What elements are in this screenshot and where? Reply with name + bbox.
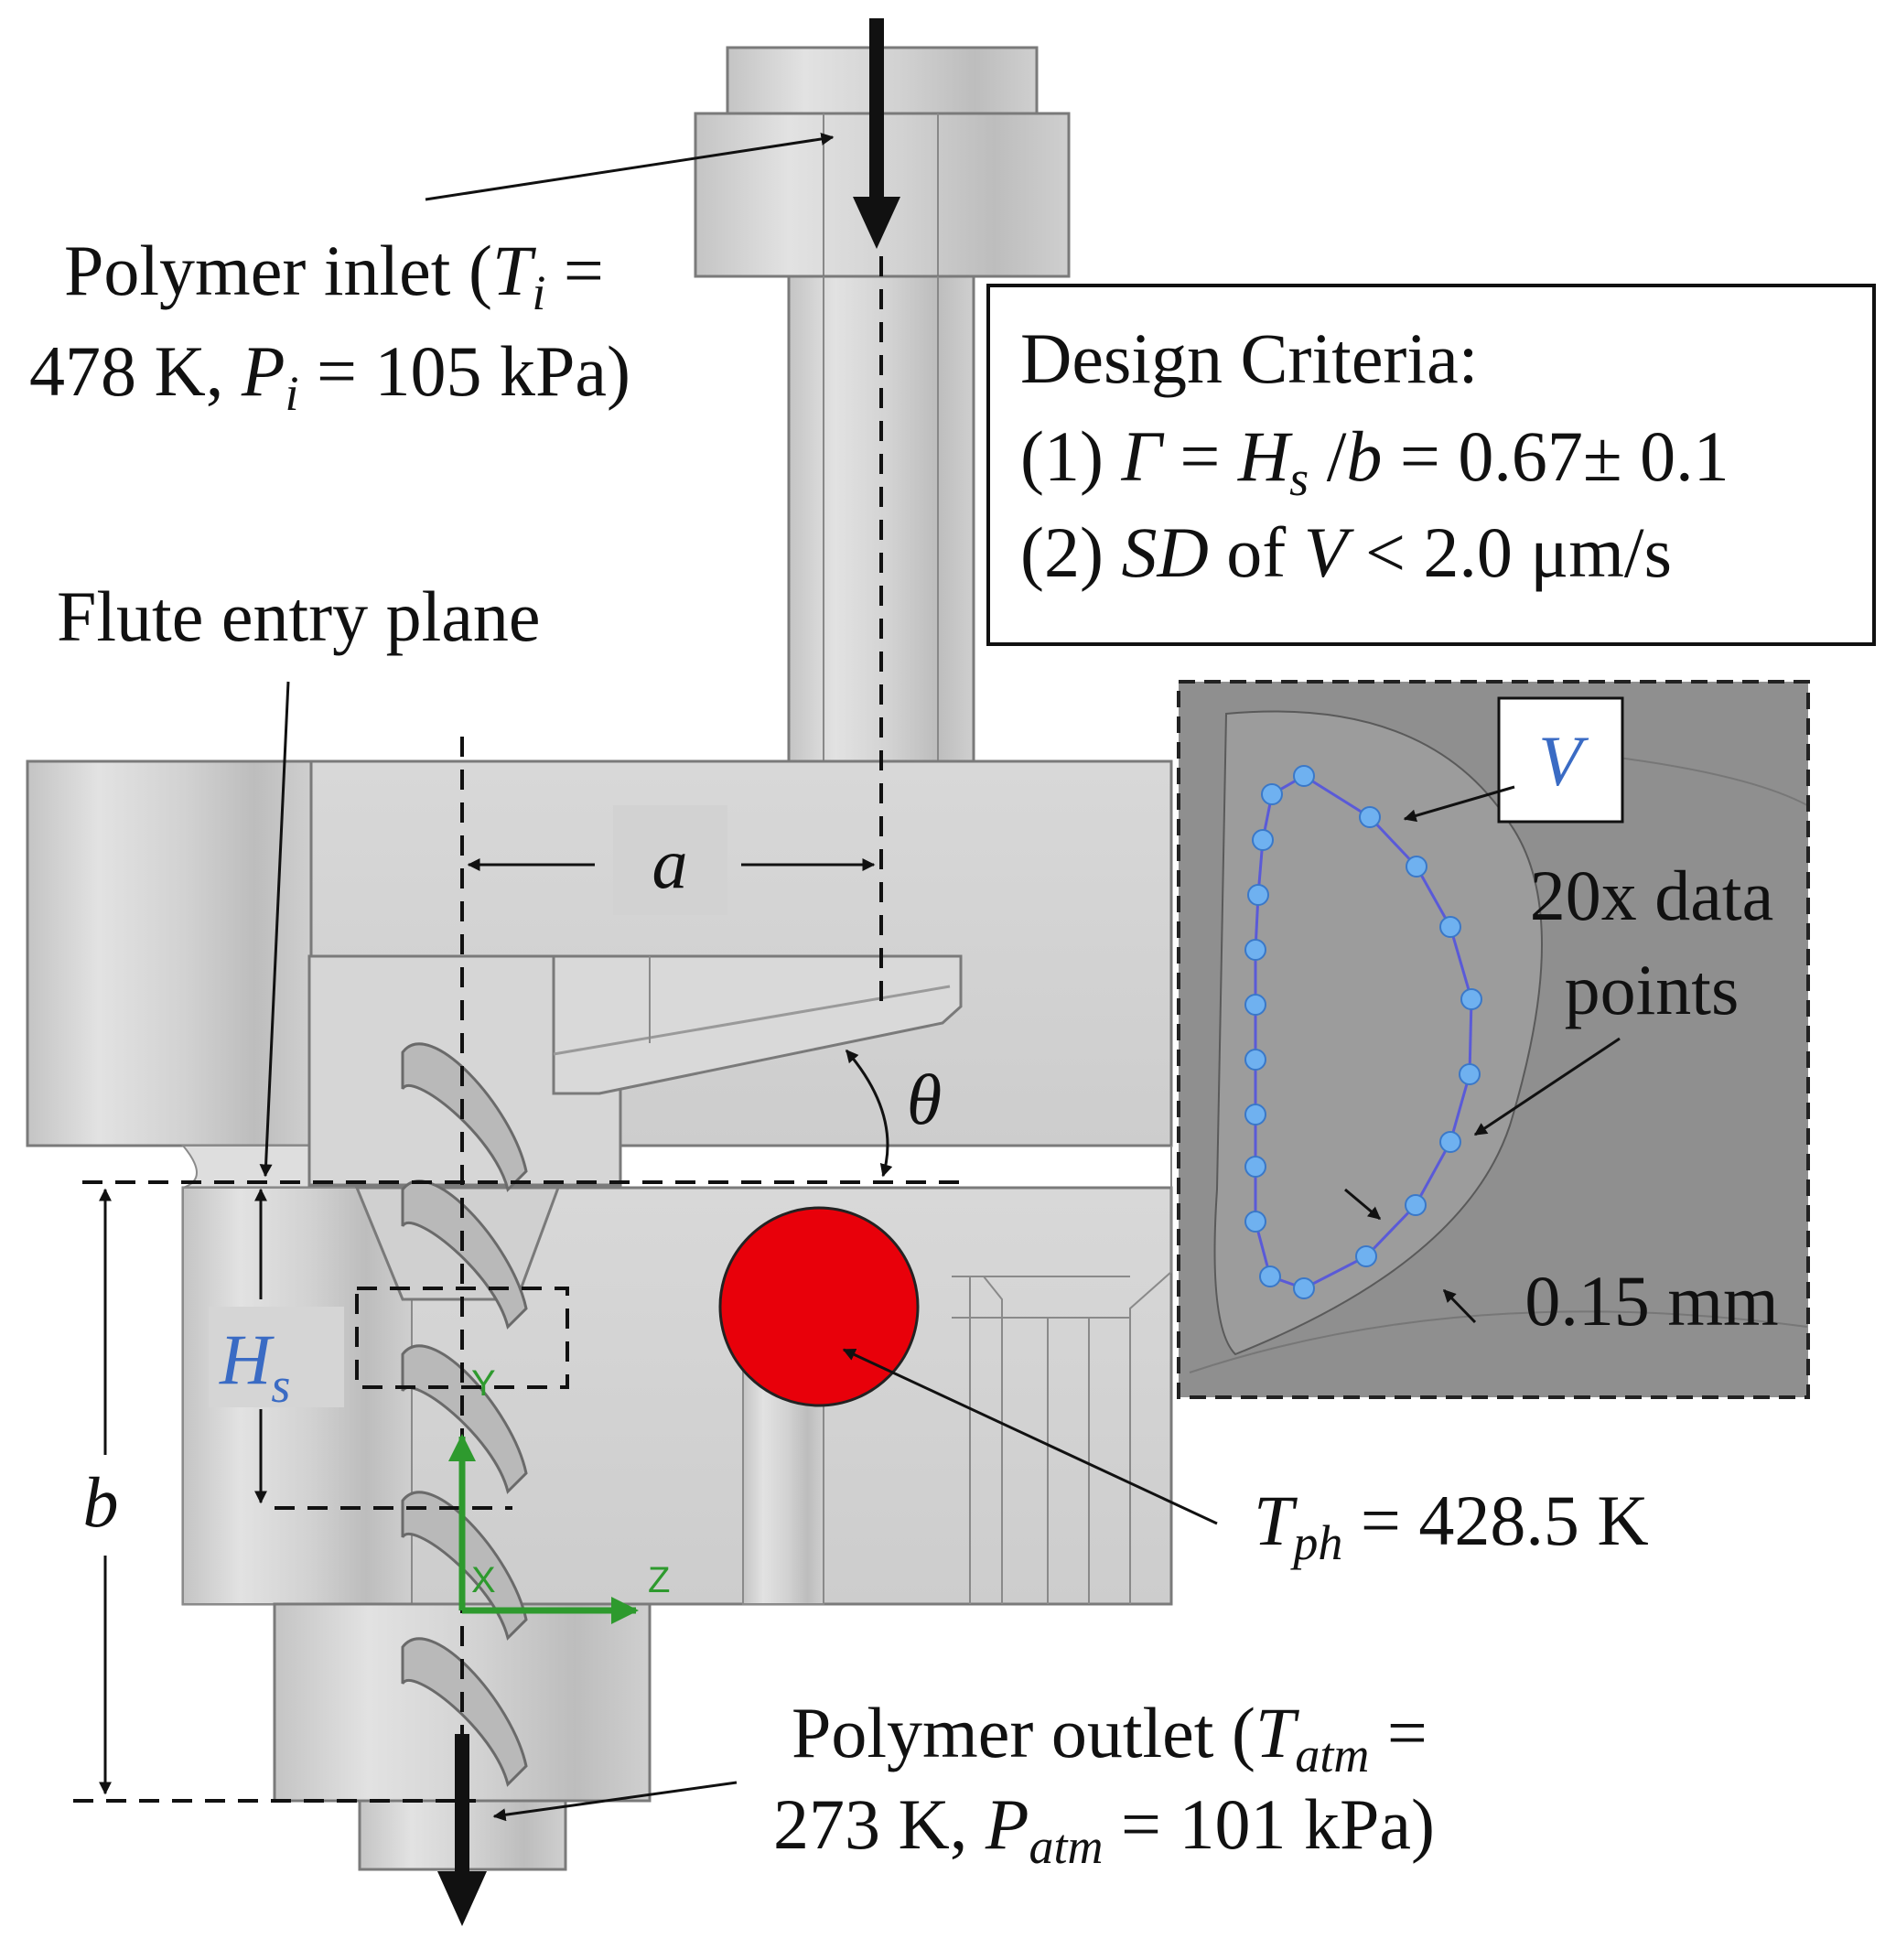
label-b: b (83, 1462, 119, 1542)
data-point (1460, 988, 1482, 1010)
axis-label-z: Z (648, 1560, 670, 1600)
data-point (1406, 856, 1427, 878)
screw-flute (401, 1344, 528, 1494)
data-point (1244, 1049, 1266, 1071)
v-leader-arrow (1403, 785, 1515, 823)
dimension-hs: Hs (209, 1188, 344, 1504)
inset-points-label-2: points (1565, 950, 1740, 1029)
label-hs: Hs (219, 1319, 290, 1413)
data-point (1244, 939, 1266, 961)
data-point (1247, 884, 1269, 906)
inset-points-label-1: 20x data (1530, 856, 1773, 935)
coordinate-axes: Y X Z (448, 1363, 670, 1624)
flute-entry-label: Flute entry plane (57, 576, 541, 656)
flute-entry-leader-arrow (259, 681, 290, 1178)
inlet-leader-arrow (425, 132, 835, 201)
die-block (26, 759, 1173, 1606)
dimension-b: b (83, 1188, 119, 1795)
outlet-flow-arrow (437, 1734, 487, 1926)
dimension-a: a (467, 805, 876, 915)
axis-label-x: X (471, 1560, 496, 1600)
data-point (1405, 1194, 1427, 1216)
data-point (1293, 765, 1315, 787)
points-leader-arrow (1473, 1037, 1621, 1136)
data-point (1439, 1131, 1461, 1153)
data-point (1261, 783, 1283, 805)
heater-label: Tph = 428.5 K (1254, 1481, 1649, 1570)
inlet-label-line2: 478 K, Pi = 105 kPa) (29, 331, 630, 421)
data-point (1359, 806, 1381, 828)
data-point (1293, 1277, 1315, 1299)
data-point (1459, 1063, 1481, 1085)
inset-thickness-label: 0.15 mm (1524, 1261, 1778, 1341)
thickness-arrow-outer (1442, 1288, 1477, 1324)
screw-flute (401, 1042, 528, 1192)
data-point (1252, 829, 1274, 851)
heater-cartridge (718, 1206, 920, 1407)
inset-label-v: V (1538, 721, 1589, 801)
outlet-label-line2: 273 K, Patm = 101 kPa) (773, 1784, 1435, 1874)
label-a: a (652, 824, 688, 903)
screw-flute (401, 1179, 528, 1330)
criteria-1: (1) Γ = Hs /b = 0.67± 0.1 (1020, 416, 1729, 506)
thickness-arrow-inner (1344, 1188, 1382, 1221)
outlet-label-line1: Polymer outlet (Tatm = (792, 1693, 1427, 1782)
data-point (1355, 1245, 1377, 1267)
screw-flute (401, 1637, 528, 1787)
inlet-label-line1: Polymer inlet (Ti = (64, 231, 604, 320)
data-point (1244, 1104, 1266, 1125)
criteria-2: (2) SD of V < 2.0 μm/s (1020, 512, 1672, 592)
data-point (1244, 994, 1266, 1016)
axis-label-y: Y (471, 1363, 496, 1404)
design-criteria-box: Design Criteria: (1) Γ = Hs /b = 0.67± 0… (986, 284, 1876, 646)
data-point (1244, 1156, 1266, 1178)
inlet-flow-arrow (853, 18, 900, 249)
inset-zoom-view: V 20x data points 0.15 mm (1177, 680, 1810, 1399)
label-theta: θ (907, 1060, 942, 1139)
criteria-title: Design Criteria: (1020, 318, 1478, 398)
data-point (1439, 916, 1461, 938)
data-point (1259, 1265, 1281, 1287)
data-point (1244, 1211, 1266, 1233)
heater-leader-arrow (842, 1348, 1218, 1525)
outlet-leader-arrow (492, 1781, 738, 1822)
angle-theta: θ (845, 1049, 942, 1178)
data-points (1244, 765, 1482, 1299)
zoom-region-box (355, 1287, 569, 1389)
